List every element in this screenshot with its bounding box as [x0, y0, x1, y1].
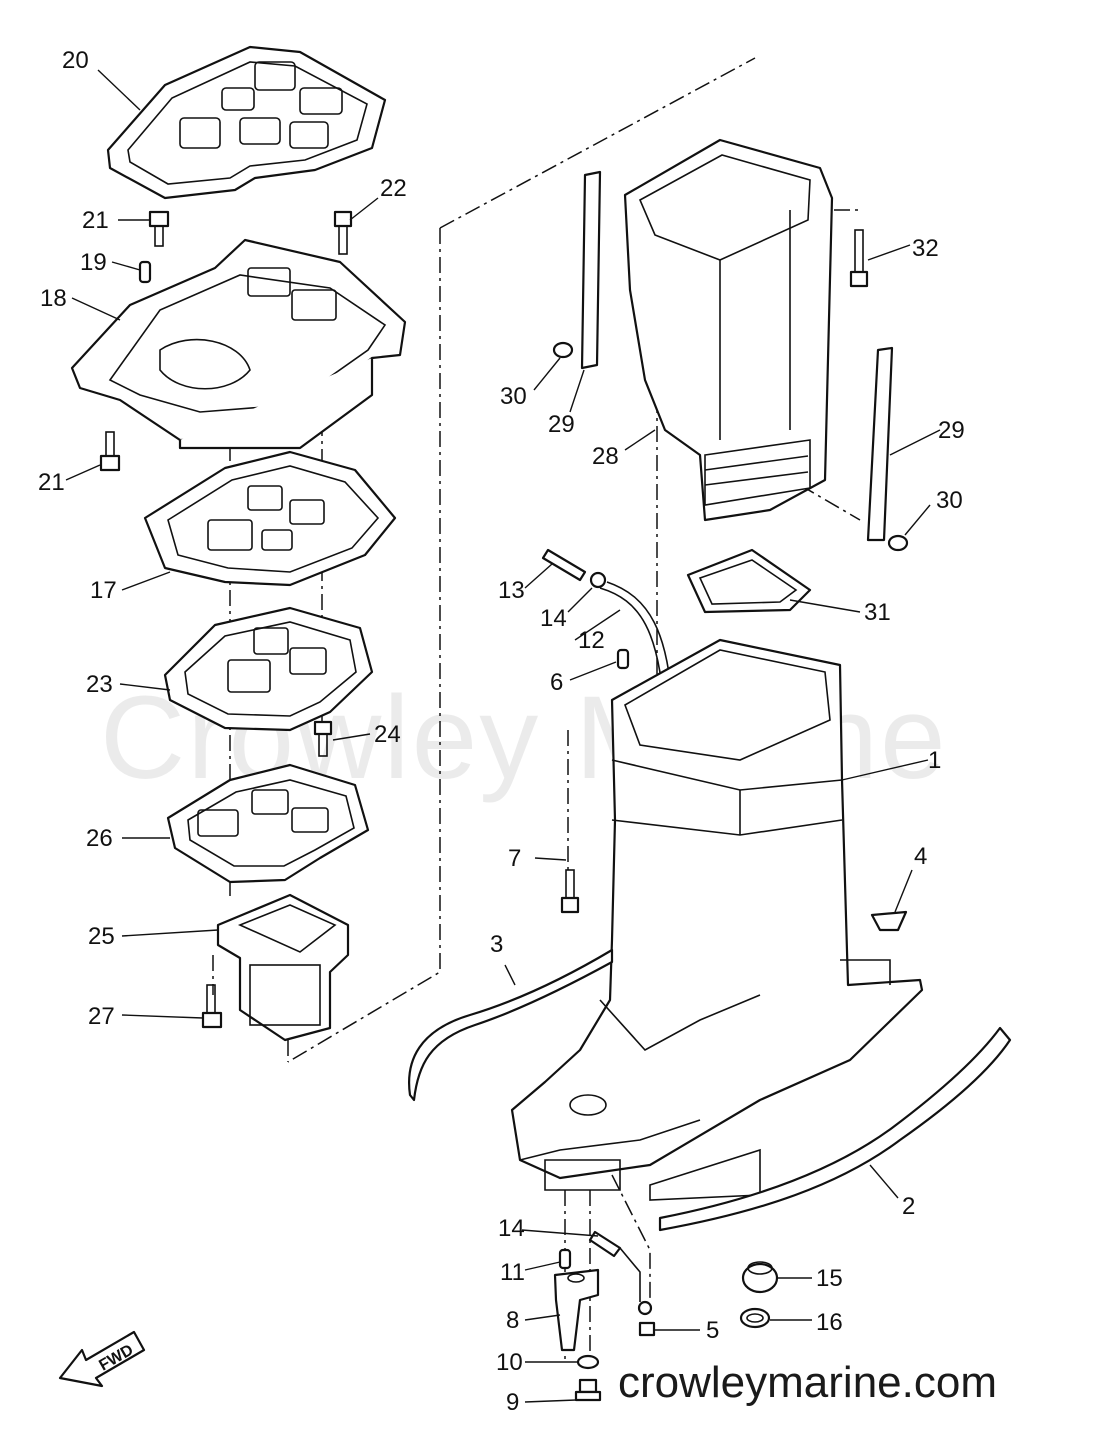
callout-11: 11 [500, 1259, 525, 1286]
strip-2 [658, 1026, 1012, 1232]
pin-19 [138, 260, 152, 284]
bolt-22 [333, 210, 353, 255]
callout-14-bottom: 14 [498, 1215, 525, 1242]
callout-21-bottom: 21 [38, 469, 65, 496]
callout-5: 5 [706, 1317, 719, 1344]
callout-19: 19 [80, 249, 107, 276]
callout-8: 8 [506, 1307, 519, 1334]
bolt-24 [313, 720, 333, 757]
gasket-17 [143, 450, 397, 587]
leader-lines [65, 69, 941, 1403]
callout-17: 17 [90, 577, 117, 604]
callout-24: 24 [374, 721, 401, 748]
clip-16 [739, 1307, 771, 1329]
exhaust-guide-18 [70, 238, 407, 450]
plug-4 [870, 910, 908, 932]
callout-22: 22 [380, 175, 407, 202]
pipe-fitting-14-bottom [588, 1230, 653, 1316]
callout-27: 27 [88, 1003, 115, 1030]
callout-14-top: 14 [540, 605, 567, 632]
bolt-5 [638, 1321, 656, 1337]
grommet-15 [741, 1261, 779, 1294]
callout-15: 15 [816, 1265, 843, 1292]
pin-6 [616, 648, 630, 670]
lower-casing-1 [510, 638, 924, 1201]
joint-14-top [589, 571, 607, 589]
manifold-25 [216, 893, 350, 1042]
callout-18: 18 [40, 285, 67, 312]
callout-6: 6 [550, 669, 563, 696]
callout-2: 2 [902, 1193, 915, 1220]
callout-numbers: 20 22 21 19 18 21 17 23 24 26 25 27 30 2… [38, 47, 965, 1416]
callout-28: 28 [592, 443, 619, 470]
callout-26: 26 [86, 825, 113, 852]
forward-arrow-icon: FWD [58, 1330, 146, 1388]
bolt-7 [560, 869, 580, 914]
callout-16: 16 [816, 1309, 843, 1336]
bolt-21-bottom [99, 431, 121, 472]
callout-29-right: 29 [938, 417, 965, 444]
callout-10: 10 [496, 1349, 523, 1376]
callout-4: 4 [914, 843, 927, 870]
callout-7: 7 [508, 845, 521, 872]
fitting-13 [541, 548, 587, 582]
callout-12: 12 [578, 627, 605, 654]
callout-1: 1 [928, 747, 941, 774]
callout-21-top: 21 [82, 207, 109, 234]
bolt-9 [574, 1378, 602, 1402]
callout-30-left: 30 [500, 383, 527, 410]
bolt-32 [849, 229, 869, 288]
gasket-26 [166, 763, 370, 884]
callout-3: 3 [490, 931, 503, 958]
callout-13: 13 [498, 577, 525, 604]
callout-31: 31 [864, 599, 891, 626]
washer-30-left [552, 341, 574, 359]
bracket-8 [553, 1268, 600, 1352]
callout-9: 9 [506, 1389, 519, 1416]
callout-30-right: 30 [936, 487, 963, 514]
plate-23 [163, 606, 374, 732]
site-url: crowleymarine.com [618, 1358, 997, 1407]
callout-25: 25 [88, 923, 115, 950]
washer-10 [576, 1354, 600, 1370]
washer-30-right [887, 534, 909, 552]
seal-31 [686, 548, 812, 614]
strip-29-left [580, 170, 602, 370]
gasket-20 [106, 45, 387, 200]
seal-3 [408, 948, 614, 1102]
bolt-27 [201, 984, 223, 1029]
pin-11 [558, 1248, 572, 1270]
callout-20: 20 [62, 47, 89, 74]
callout-29-left: 29 [548, 411, 575, 438]
callout-23: 23 [86, 671, 113, 698]
callout-32: 32 [912, 235, 939, 262]
bolt-21-top [148, 210, 170, 247]
strip-29-right [866, 346, 894, 542]
upper-casing-28 [623, 138, 834, 522]
